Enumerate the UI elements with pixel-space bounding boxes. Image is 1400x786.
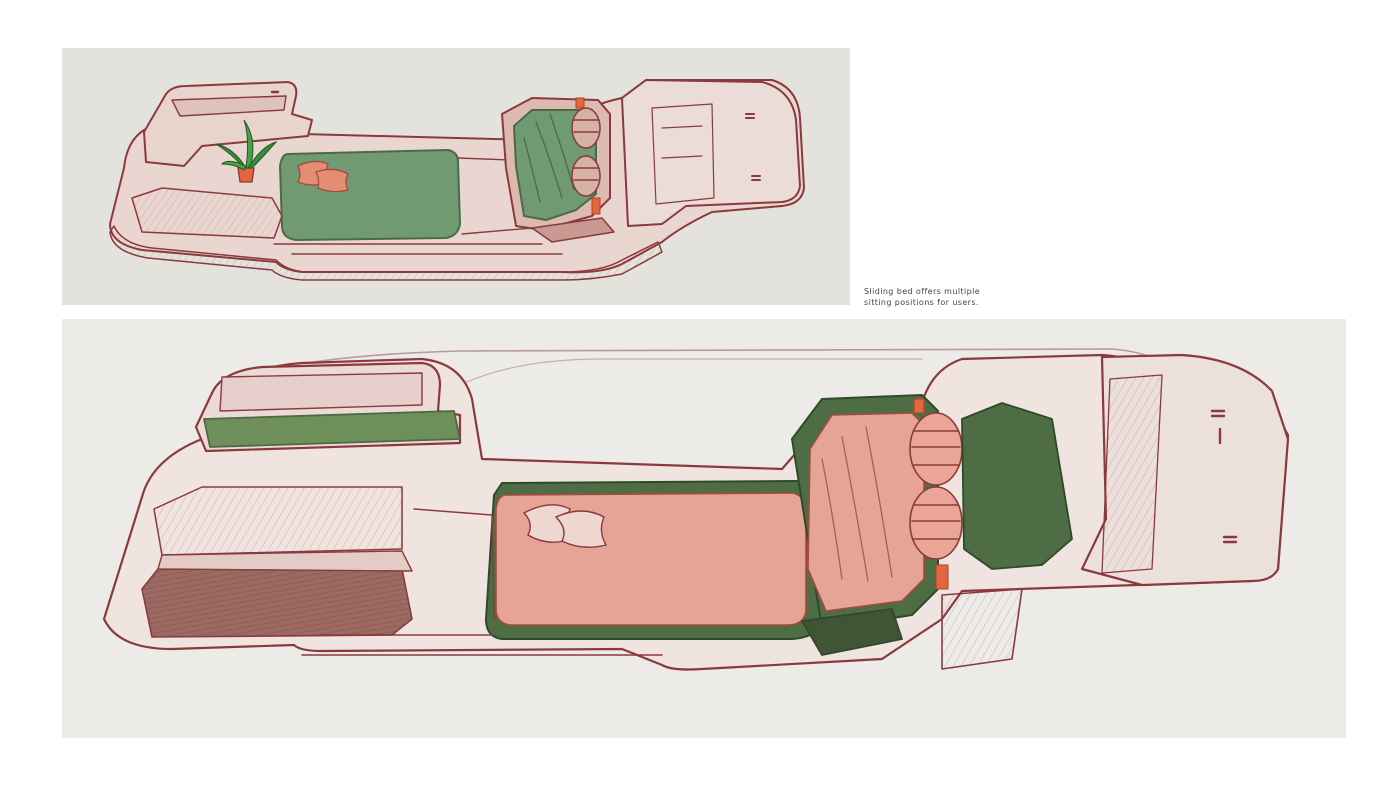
caption-line-2: sitting positions for users. [864, 298, 979, 307]
bottom-sketch-panel [62, 319, 1346, 738]
bottom-sketch [102, 348, 1290, 671]
salmon-lounge-seat [807, 412, 925, 612]
orange-rail-peg [591, 197, 601, 215]
orange-rail-peg [913, 398, 925, 414]
pillow-icon [297, 160, 349, 193]
orange-rail-peg [575, 97, 585, 109]
caption: Sliding bed offers multiple sitting posi… [864, 286, 1034, 308]
potted-plant-icon [215, 119, 278, 183]
top-sketch [109, 79, 805, 281]
seat-roller-cushions [571, 107, 601, 197]
orange-rail-peg [935, 564, 949, 590]
pillow-icon [522, 504, 608, 548]
canopy-front [621, 79, 801, 227]
seat-roller-cushions [909, 412, 963, 560]
caption-line-1: Sliding bed offers multiple [864, 287, 981, 296]
top-sketch-panel [62, 48, 850, 305]
